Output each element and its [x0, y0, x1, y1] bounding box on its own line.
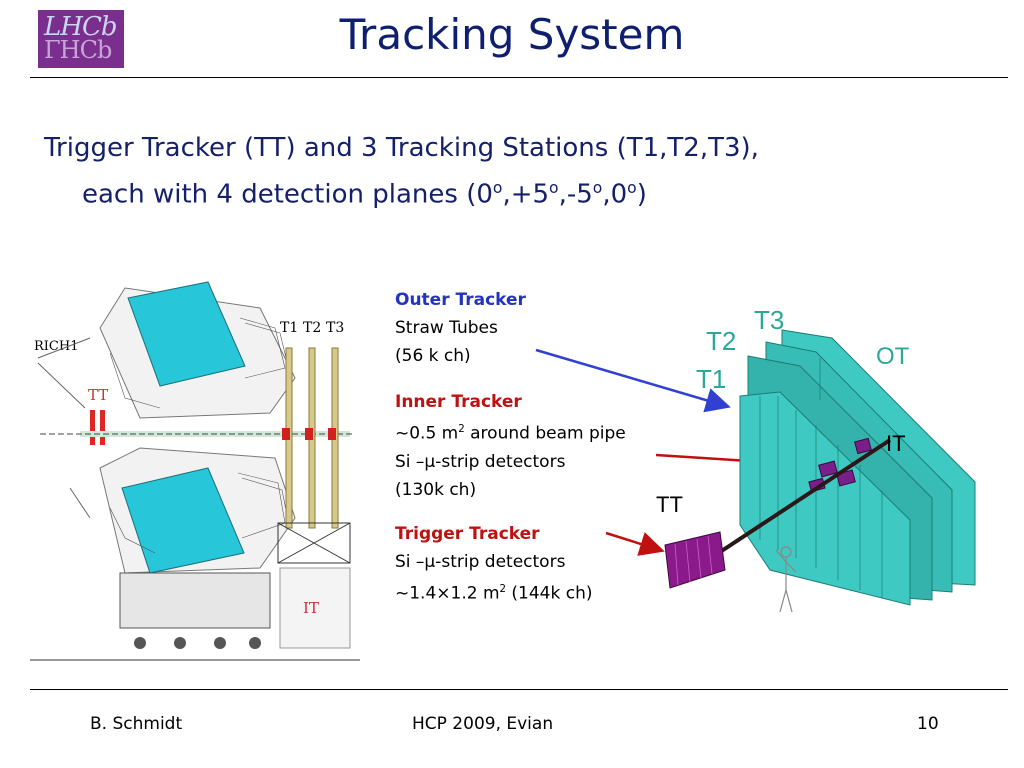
left-t3-label: T3 [326, 320, 344, 336]
footer-author: B. Schmidt [90, 714, 183, 734]
left-t1-label: T1 [280, 320, 298, 336]
right-t3-label: T3 [754, 305, 784, 335]
inner-tracker-line-1: ~0.5 m2 around beam pipe [395, 423, 626, 444]
footer-event: HCP 2009, Evian [412, 714, 554, 734]
inner-tracker-title: Inner Tracker [395, 392, 522, 412]
bullet-text: Trigger Tracker (TT) and 3 Tracking Stat… [44, 128, 1004, 215]
rich1-label: RICH1 [34, 339, 78, 354]
right-ot-label: OT [876, 343, 910, 370]
magnet-coil-lower [121, 467, 245, 574]
it-module-1 [854, 437, 872, 455]
header-divider [30, 77, 1008, 78]
inner-tracker-line-2: Si –μ-strip detectors [395, 451, 566, 472]
right-t1-label: T1 [696, 364, 726, 394]
bullet-line-1: Trigger Tracker (TT) and 3 Tracking Stat… [44, 133, 759, 163]
detector-side-view: RICH1 TT T1 T2 T3 IT [30, 268, 360, 666]
outer-tracker-line-2: (56 k ch) [395, 346, 471, 366]
trigger-tracker-line-2: ~1.4×1.2 m2 (144k ch) [395, 583, 593, 604]
slide-title: Tracking System [339, 10, 685, 59]
logo-text-bottom: ΓHCb [44, 36, 112, 64]
left-it-label: IT [303, 599, 319, 617]
right-tt-label: TT [656, 492, 683, 517]
right-t2-label: T2 [706, 326, 736, 356]
tt-module [664, 531, 726, 589]
outer-tracker-title: Outer Tracker [395, 290, 526, 310]
inner-tracker-line-3: (130k ch) [395, 479, 477, 500]
footer-divider [30, 689, 1008, 690]
right-it-label: IT [886, 431, 906, 456]
outer-tracker-arrow [535, 348, 731, 413]
station-front [739, 391, 911, 606]
tracker-3d-view: T3 T2 T1 OT IT TT [535, 305, 976, 613]
left-t2-label: T2 [303, 320, 321, 336]
left-tt-label: TT [88, 386, 108, 404]
inner-tracker-label: Inner Tracker ~0.5 m2 around beam pipe S… [395, 388, 626, 504]
bullet-line-2: each with 4 detection planes (0o,+5o,-5o… [82, 179, 647, 210]
lhcb-logo: LHCb ΓHCb [38, 10, 124, 68]
trigger-tracker-label: Trigger Tracker Si –μ-strip detectors ~1… [395, 520, 593, 608]
trigger-tracker-title: Trigger Tracker [395, 524, 540, 544]
trigger-tracker-arrow [605, 531, 665, 556]
outer-tracker-label: Outer Tracker Straw Tubes (56 k ch) [395, 286, 526, 370]
trigger-tracker-line-1: Si –μ-strip detectors [395, 552, 566, 572]
person-scale-figure [775, 546, 797, 613]
it-module-2 [818, 460, 838, 478]
magnet-coil-upper [127, 281, 246, 387]
footer-page-number: 10 [917, 714, 939, 734]
logo-text-top: LHCb [44, 12, 117, 42]
outer-tracker-line-1: Straw Tubes [395, 318, 498, 338]
